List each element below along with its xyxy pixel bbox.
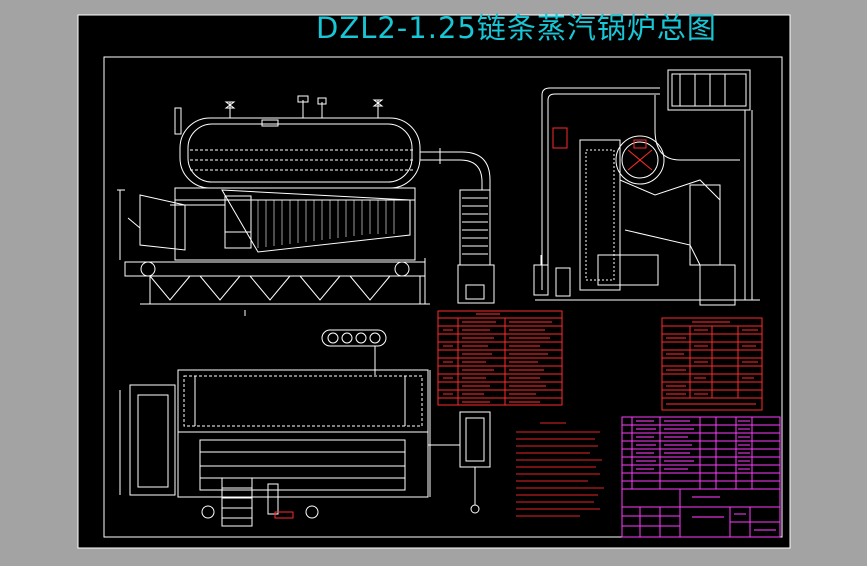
plan-view-red-label (274, 511, 294, 519)
parts-list-title-block (621, 416, 781, 538)
inner-frame (103, 56, 783, 538)
technical-spec-table (661, 317, 763, 411)
technical-notes (516, 422, 604, 517)
end-section-red-details (552, 127, 653, 171)
drawing-title: DZL2-1.25链条蒸汽锅炉总图 (316, 11, 717, 45)
main-parameter-table (437, 310, 563, 406)
technical-spec-table-text (666, 321, 758, 405)
sheet-background (78, 15, 790, 548)
parts-list-title-block-text (636, 420, 776, 531)
outer-frame (77, 14, 791, 549)
side-elevation-view (117, 95, 495, 316)
plan-view (119, 329, 491, 527)
main-parameter-table-text (443, 313, 552, 403)
end-section-view (533, 69, 760, 306)
